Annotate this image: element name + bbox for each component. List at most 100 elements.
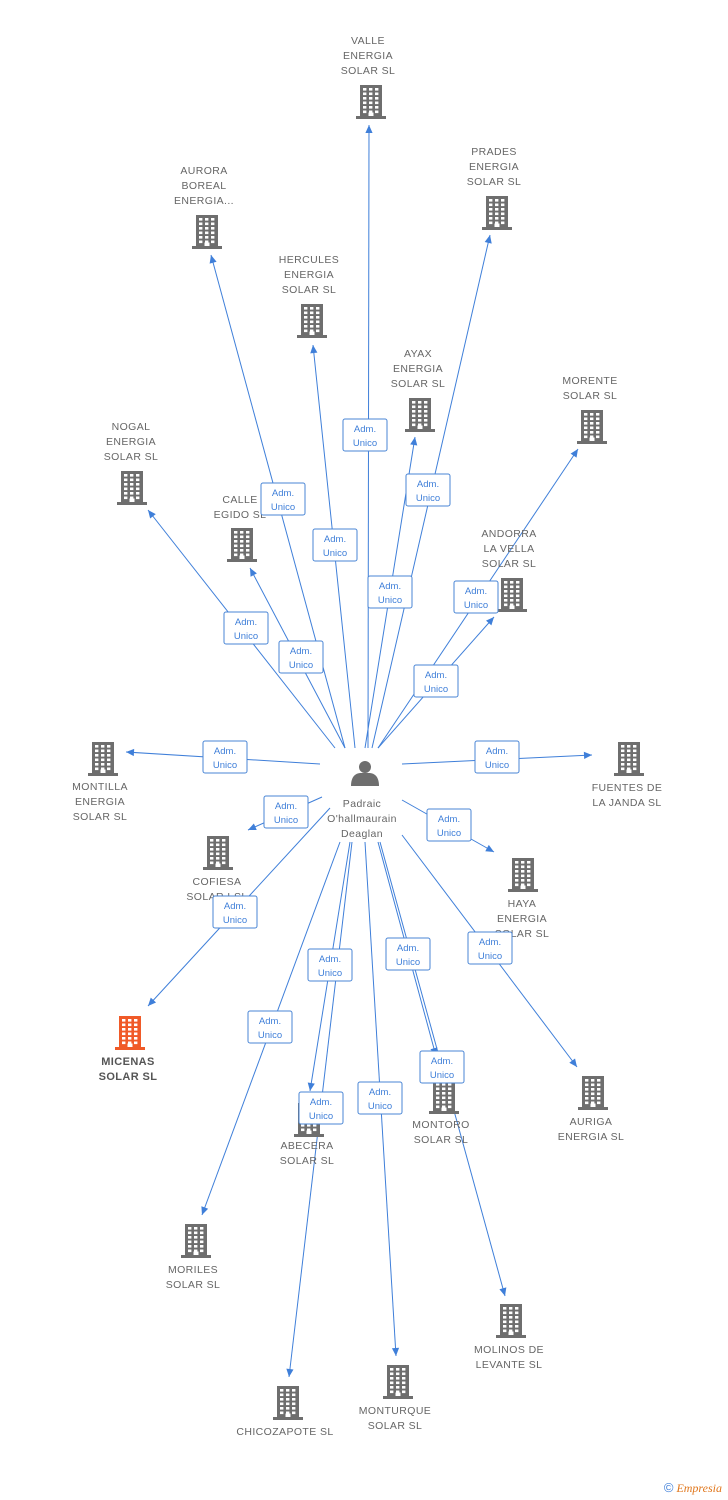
building-icon[interactable] <box>181 1224 211 1258</box>
building-icon[interactable] <box>273 1386 303 1420</box>
relation-label-morente[interactable]: Adm. Unico <box>453 580 499 614</box>
company-name-line: ENERGIA <box>106 436 156 448</box>
company-name-line: MORENTE <box>562 375 617 387</box>
building-icon[interactable] <box>356 85 386 119</box>
relation-label-fuentes[interactable]: Adm.Unico <box>474 740 520 774</box>
building-icon[interactable] <box>508 858 538 892</box>
building-icon[interactable] <box>192 215 222 249</box>
company-name-line: ENERGIA SL <box>558 1131 624 1143</box>
building-icon[interactable] <box>88 742 118 776</box>
company-name-line: MORILES <box>168 1264 218 1276</box>
relation-role: Adm. <box>431 1056 453 1067</box>
company-name-line: LA VELLA <box>483 543 534 555</box>
relation-label-nogal[interactable]: Adm.Unico <box>223 611 269 645</box>
relation-label-ayax[interactable]: Adm.Unico <box>367 575 413 609</box>
relation-label-auriga[interactable]: Adm.Unico <box>467 931 513 965</box>
building-icon[interactable] <box>614 742 644 776</box>
relation-label-calle[interactable]: Adm.Unico <box>278 640 324 674</box>
relation-role: Adm. <box>272 488 294 499</box>
building-icon[interactable] <box>497 578 527 612</box>
relation-label-molinos[interactable]: Adm.Unico <box>419 1050 465 1084</box>
person-icon[interactable] <box>351 761 379 786</box>
relation-type: Unico <box>464 600 488 611</box>
building-icon[interactable] <box>383 1365 413 1399</box>
relation-label-valle[interactable]: Adm.Unico <box>342 418 388 452</box>
relation-label-chicozapote[interactable]: Adm.Unico <box>307 948 353 982</box>
relation-label-montoro[interactable]: Adm.Unico <box>385 937 431 971</box>
building-icon[interactable] <box>405 398 435 432</box>
relation-label-hercules[interactable]: Adm.Unico <box>312 528 358 562</box>
relation-role: Adm. <box>397 943 419 954</box>
building-icon[interactable] <box>115 1016 145 1050</box>
relation-type: Unico <box>309 1111 333 1122</box>
building-icon[interactable] <box>496 1304 526 1338</box>
relation-label-haya[interactable]: Adm.Unico <box>426 808 472 842</box>
relation-role: Adm. <box>324 534 346 545</box>
company-name-line: MONTORO <box>412 1119 469 1131</box>
company-name-line: SOLAR SL <box>467 176 522 188</box>
company-name-line: ENERGIA <box>393 363 443 375</box>
building-icon[interactable] <box>577 410 607 444</box>
relation-label-prades[interactable]: Adm.Unico <box>405 473 451 507</box>
relation-label-moriles[interactable]: Adm.Unico <box>247 1010 293 1044</box>
relation-role: Adm. <box>290 646 312 657</box>
company-name-line: HERCULES <box>279 254 339 266</box>
relation-role: Adm. <box>465 586 487 597</box>
relation-label-micenas[interactable]: Adm.Unico <box>212 895 258 929</box>
company-name-line: SOLAR SL <box>99 1071 158 1083</box>
building-icon[interactable] <box>203 836 233 870</box>
company-node-auriga[interactable]: AURIGA ENERGIA SL <box>558 1076 624 1143</box>
relation-label-monturque[interactable]: Adm.Unico <box>357 1081 403 1115</box>
company-name-line: HAYA <box>508 898 537 910</box>
company-node-chicozapote[interactable]: CHICOZAPOTE SL <box>236 1386 333 1438</box>
relation-label-cofiesa[interactable]: Adm.Unico <box>263 795 309 829</box>
building-icon[interactable] <box>578 1076 608 1110</box>
relation-label-aurora[interactable]: Adm.Unico <box>260 482 306 516</box>
company-name-line: AURIGA <box>570 1116 613 1128</box>
company-name-line: LEVANTE SL <box>476 1359 543 1371</box>
relation-labels-layer: Adm.UnicoAdm.UnicoAdm.UnicoAdm.UnicoAdm.… <box>202 418 520 1125</box>
company-name-line: ENERGIA <box>497 913 547 925</box>
relation-label-montilla[interactable]: Adm.Unico <box>202 740 248 774</box>
building-icon[interactable] <box>117 471 147 505</box>
company-name-line: NOGAL <box>112 421 151 433</box>
building-icon[interactable] <box>429 1080 459 1114</box>
relation-type: Unico <box>368 1101 392 1112</box>
company-name-line: PRADES <box>471 146 517 158</box>
company-name-line: SOLAR SL <box>341 65 396 77</box>
relation-label-andorra[interactable]: Adm.Unico <box>413 664 459 698</box>
relation-role: Adm. <box>224 901 246 912</box>
relation-type: Unico <box>318 968 342 979</box>
company-name-line: SOLAR SL <box>282 284 337 296</box>
building-icon[interactable] <box>297 304 327 338</box>
relation-label-abecera[interactable]: Adm.Unico <box>298 1091 344 1125</box>
building-icon[interactable] <box>482 196 512 230</box>
building-icon[interactable] <box>227 528 257 562</box>
